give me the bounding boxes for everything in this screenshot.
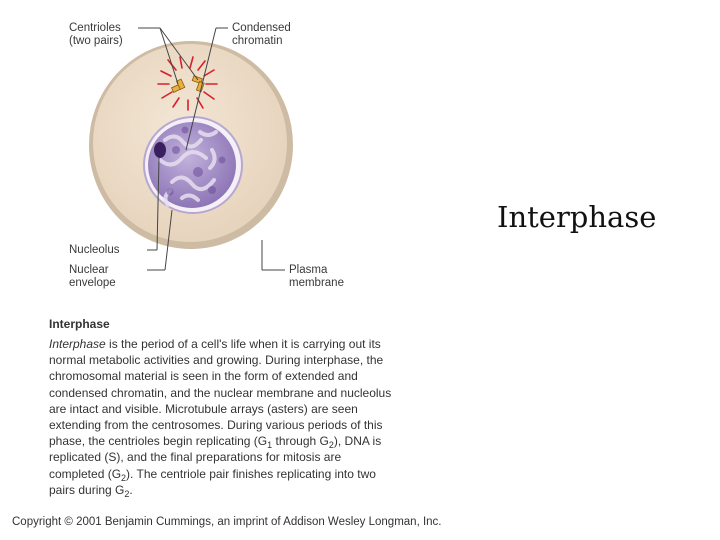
- caption-body: Interphase is the period of a cell's lif…: [49, 336, 449, 498]
- caption-line: normal metabolic activities and growing.…: [49, 353, 384, 368]
- chromatin-shape: [158, 130, 218, 207]
- caption-line: are intact and visible. Microtubule arra…: [49, 401, 358, 416]
- caption-line: condensed chromatin, and the nuclear mem…: [49, 385, 392, 400]
- centrioles-label: Centrioles (two pairs): [69, 22, 123, 47]
- caption-line: extending from the centrosomes. During v…: [49, 418, 383, 433]
- aster-shape: [157, 56, 218, 111]
- caption-heading: Interphase: [49, 317, 110, 331]
- caption-line: Interphase is the period of a cell's lif…: [49, 337, 381, 351]
- slide-title: Interphase: [497, 200, 657, 234]
- plasma-membrane-label: Plasma membrane: [289, 264, 344, 289]
- nucleolus-shape: [154, 142, 166, 158]
- caption-line: phase, the centrioles begin replicating …: [49, 434, 382, 451]
- nucleolus-label: Nucleolus: [69, 244, 120, 256]
- nuclear-envelope-label: Nuclear envelope: [69, 264, 116, 289]
- caption-line: pairs during G2.: [49, 482, 133, 499]
- caption-line: replicated (S), and the final preparatio…: [49, 450, 342, 465]
- nucleus-shape: [148, 122, 236, 208]
- leader-lines: [138, 27, 285, 271]
- caption-line: completed (G2). The centriole pair finis…: [49, 466, 376, 483]
- condensed-chromatin-label: Condensed chromatin: [232, 22, 291, 47]
- copyright-notice: Copyright © 2001 Benjamin Cummings, an i…: [12, 516, 442, 528]
- chromatin-dark-shape: [166, 126, 226, 196]
- caption-line: chromosomal material is seen in the form…: [49, 369, 358, 384]
